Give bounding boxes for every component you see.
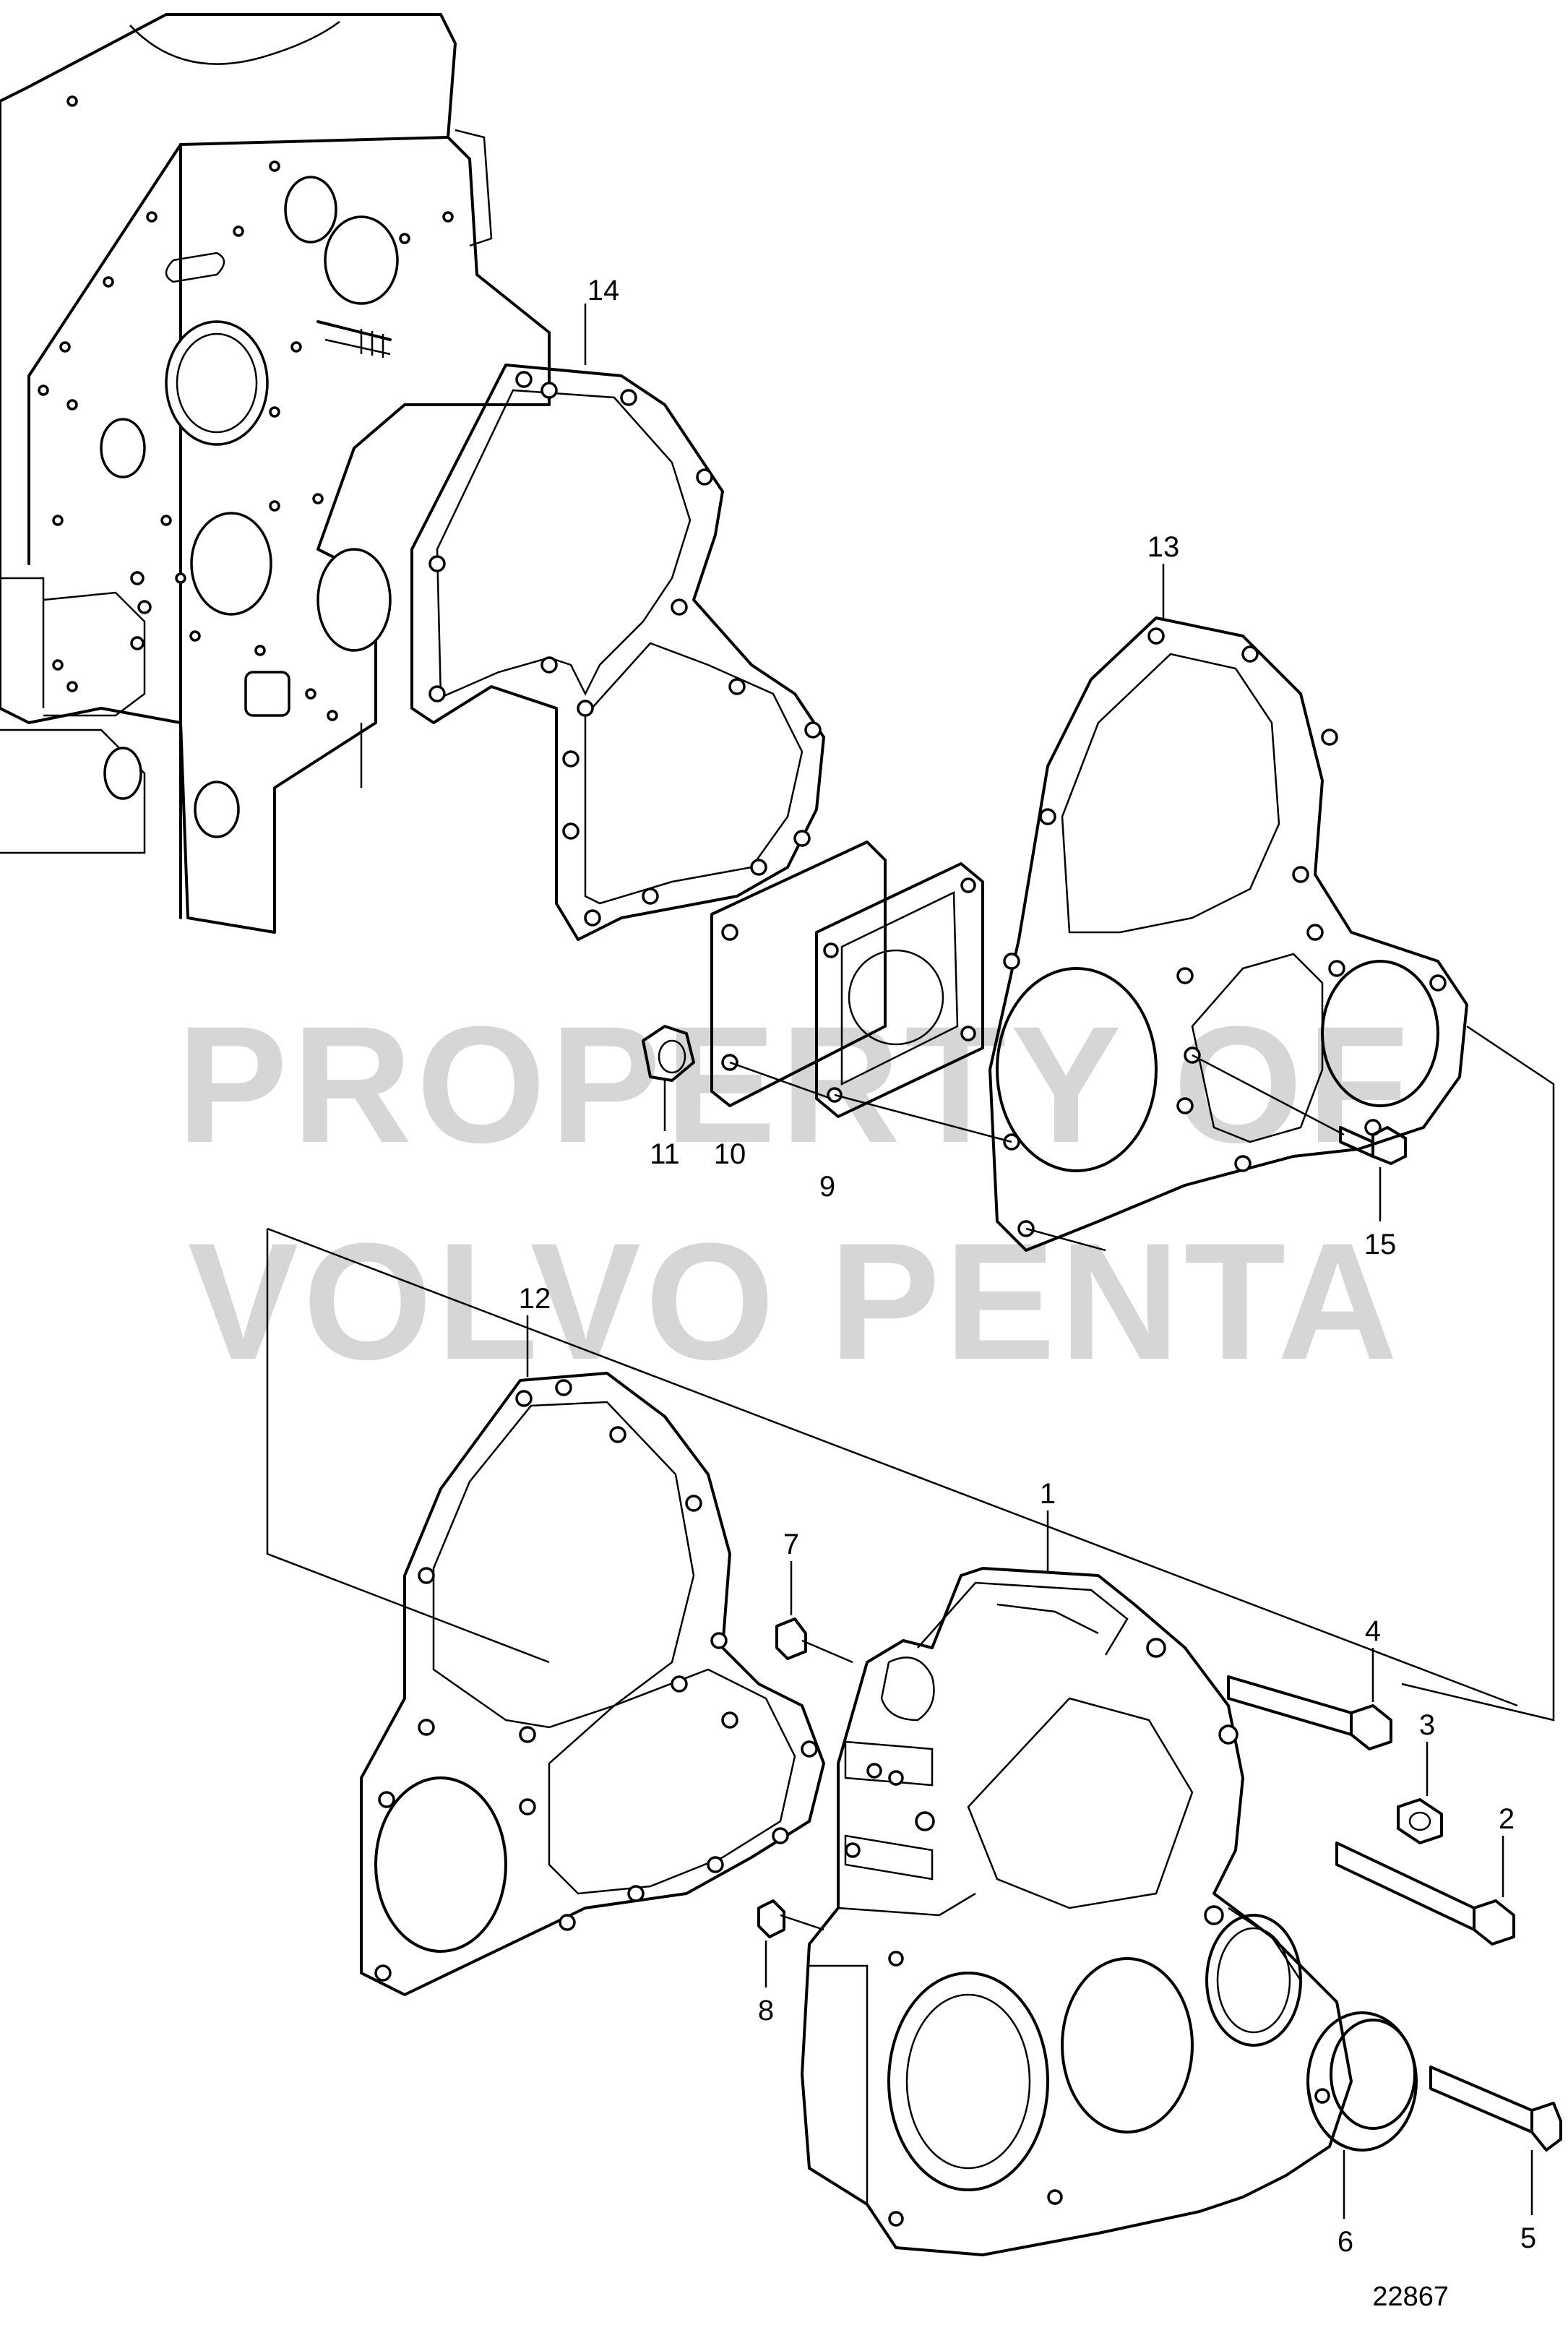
callout-labels: 1 2 3 4 5 6 7 8 9 10 11 12 13 14 15 [519, 275, 1536, 2258]
screw-4 [1227, 1648, 1392, 1750]
callout-4: 4 [1365, 1615, 1381, 1647]
callout-14: 14 [587, 275, 620, 306]
nut-3 [1397, 1742, 1443, 1844]
gasket-14 [410, 304, 825, 941]
callout-11: 11 [650, 1138, 680, 1170]
callout-12: 12 [519, 1283, 551, 1315]
gasket-13 [988, 564, 1468, 1252]
pin-7 [775, 1561, 807, 1660]
callout-1: 1 [1040, 1478, 1056, 1510]
watermark-line-1: PROPERTY OF [177, 992, 1413, 1177]
watermark-line-2: VOLVO PENTA [188, 1208, 1402, 1394]
callout-15: 15 [1364, 1229, 1397, 1260]
watermark: PROPERTY OF VOLVO PENTA [177, 992, 1413, 1394]
callout-7: 7 [783, 1529, 799, 1560]
callout-13: 13 [1147, 531, 1180, 563]
callout-10: 10 [714, 1138, 746, 1170]
pin-8 [757, 1899, 785, 1987]
callout-5: 5 [1520, 2222, 1536, 2254]
callout-9: 9 [819, 1171, 835, 1203]
engine-block [0, 13, 551, 934]
gasket-12 [360, 1315, 825, 1996]
timing-gear-casing-1 [801, 1510, 1353, 2256]
screw-2 [1335, 1836, 1515, 1946]
callout-8: 8 [758, 1995, 774, 2027]
plug-11 [642, 1025, 695, 1131]
callout-2: 2 [1499, 1803, 1515, 1835]
drawing-number: 22867 [1372, 2282, 1449, 2312]
seal-ring-6 [1306, 2011, 1418, 2219]
screw-15 [1339, 1126, 1407, 1221]
assembly-leader-lines [266, 1025, 1555, 1931]
screw-5 [1429, 2066, 1562, 2215]
callout-6: 6 [1337, 2226, 1353, 2258]
callout-3: 3 [1419, 1709, 1435, 1741]
